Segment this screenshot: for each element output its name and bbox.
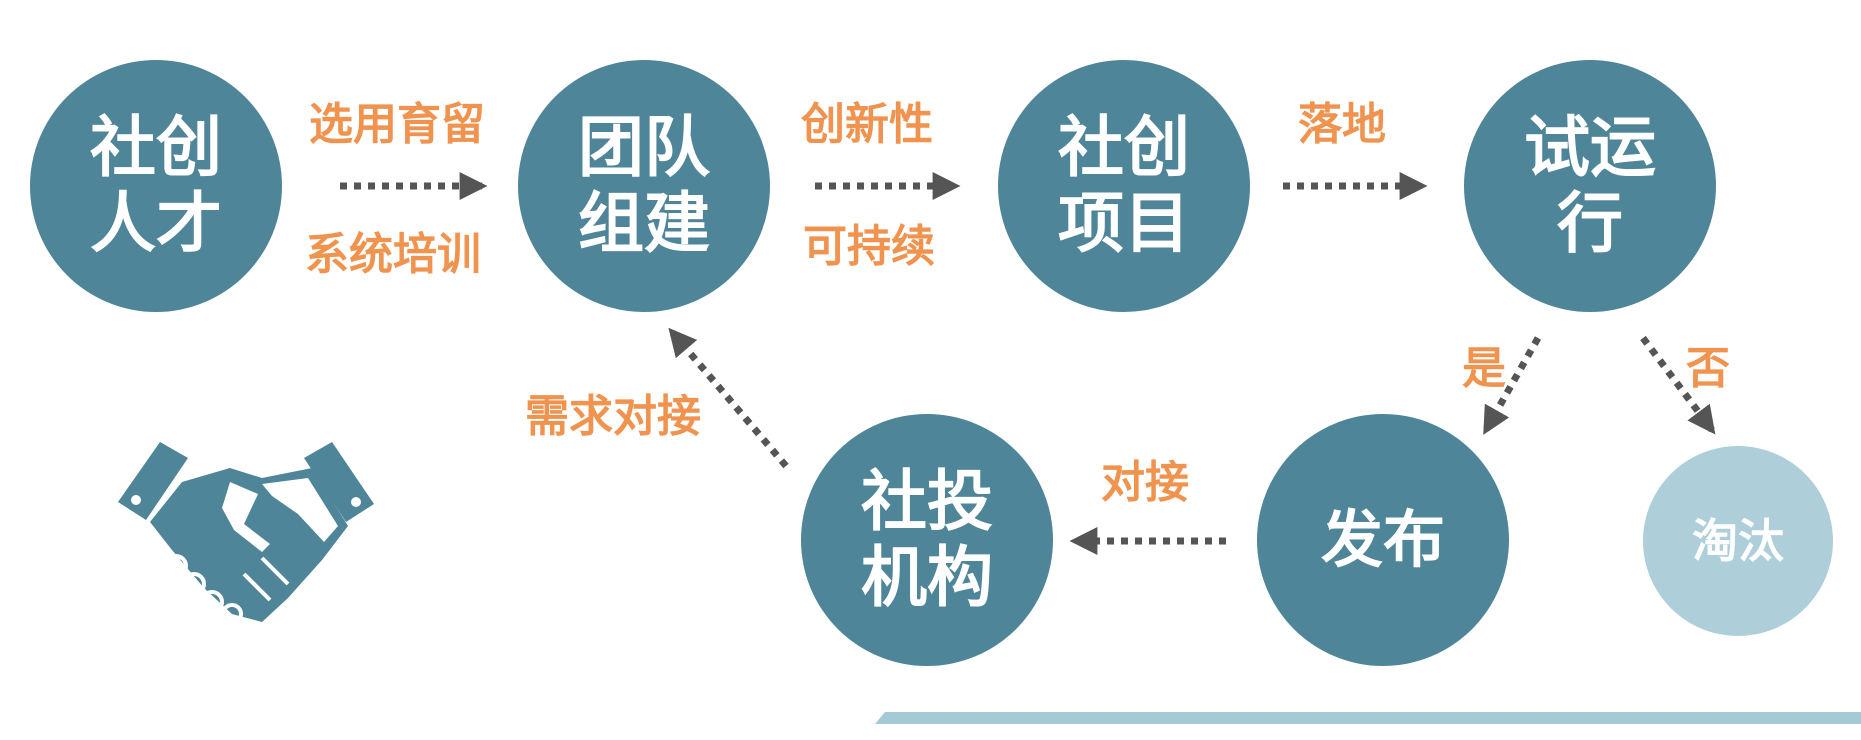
node-project-text: 社创 项目 bbox=[1058, 109, 1190, 262]
node-release: 发布 bbox=[1257, 414, 1509, 666]
label-project-trial: 落地 bbox=[1298, 99, 1386, 150]
node-eliminate-text: 淘汰 bbox=[1692, 514, 1784, 568]
node-team: 团队 组建 bbox=[518, 60, 770, 312]
arrow-trial-to-eliminate bbox=[1640, 335, 1716, 435]
node-release-text: 发布 bbox=[1320, 503, 1445, 576]
arrow-trial-to-release bbox=[1482, 336, 1542, 435]
node-trial-text: 试运 行 bbox=[1524, 109, 1656, 262]
node-investor-text: 社投 机构 bbox=[861, 463, 993, 616]
node-eliminate: 淘汰 bbox=[1643, 446, 1833, 636]
label-release-investor: 对接 bbox=[1101, 457, 1189, 508]
label-team-project-top: 创新性 bbox=[801, 99, 933, 150]
node-team-text: 团队 组建 bbox=[578, 109, 710, 262]
node-trial: 试运 行 bbox=[1464, 60, 1716, 312]
arrow-investor-to-team bbox=[668, 327, 789, 469]
node-investor: 社投 机构 bbox=[801, 414, 1053, 666]
label-team-project-bottom: 可持续 bbox=[803, 221, 935, 272]
handshake-icon bbox=[118, 442, 374, 625]
label-talent-team-bottom: 系统培训 bbox=[305, 229, 481, 280]
node-talent-text: 社创 人才 bbox=[90, 109, 222, 262]
label-trial-no: 否 bbox=[1686, 343, 1730, 394]
node-talent: 社创 人才 bbox=[30, 60, 282, 312]
bottom-accent-bar bbox=[875, 712, 1861, 724]
label-investor-team: 需求对接 bbox=[525, 391, 701, 442]
label-trial-yes: 是 bbox=[1462, 343, 1506, 394]
node-project: 社创 项目 bbox=[998, 60, 1250, 312]
label-talent-team-top: 选用育留 bbox=[309, 99, 485, 150]
